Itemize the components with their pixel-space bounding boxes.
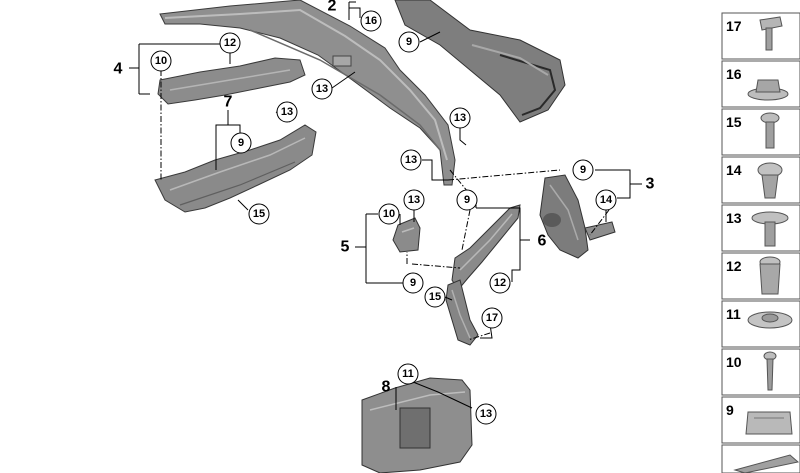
svg-text:13: 13 xyxy=(480,408,492,420)
callout-12-g6: 12 xyxy=(489,272,511,294)
svg-text:10: 10 xyxy=(155,55,167,67)
svg-text:11: 11 xyxy=(402,368,414,380)
expanding-nut-icon xyxy=(757,162,783,199)
group-label-8: 8 xyxy=(382,379,391,396)
svg-text:12: 12 xyxy=(494,277,506,289)
svg-text:9: 9 xyxy=(406,36,412,48)
svg-text:13: 13 xyxy=(454,112,466,124)
callout-10-left: 10 xyxy=(150,50,172,72)
legend-tile-11: 11 xyxy=(721,300,800,348)
svg-text:9: 9 xyxy=(410,277,416,289)
hex-nut-icon xyxy=(747,79,789,101)
svg-text:15: 15 xyxy=(429,291,441,303)
bracket-8-part xyxy=(361,377,473,473)
callout-13-g7: 13 xyxy=(276,101,298,123)
fastener-legend: 17 16 15 14 xyxy=(721,12,800,473)
legend-tile-17: 17 xyxy=(721,12,800,60)
svg-text:13: 13 xyxy=(281,106,293,118)
svg-text:10: 10 xyxy=(383,208,395,220)
callouts: 16 9 12 10 13 13 9 13 13 15 9 14 10 13 9… xyxy=(150,10,617,425)
callout-9-g7: 9 xyxy=(230,132,252,154)
svg-text:13: 13 xyxy=(405,154,417,166)
group-label-2: 2 xyxy=(328,0,337,15)
callout-16-top: 16 xyxy=(360,10,382,32)
bracket-4-part xyxy=(157,57,306,105)
callout-15-g7: 15 xyxy=(248,203,270,225)
legend-tile-partial xyxy=(721,444,800,473)
svg-text:16: 16 xyxy=(726,66,742,82)
wood-screw-icon xyxy=(763,351,777,391)
group-label-7: 7 xyxy=(224,94,233,111)
legend-tile-12: 12 xyxy=(721,252,800,300)
leader-lines xyxy=(129,1,642,410)
svg-text:17: 17 xyxy=(726,18,742,34)
legend-tile-16: 16 xyxy=(721,60,800,108)
group-labels: 2 3 4 5 6 7 8 xyxy=(114,0,655,396)
svg-text:9: 9 xyxy=(580,164,586,176)
clip-nut-icon xyxy=(745,411,793,435)
callout-13-center: 13 xyxy=(311,78,333,100)
callout-13-mid: 13 xyxy=(400,149,422,171)
svg-text:12: 12 xyxy=(224,37,236,49)
callout-9-g3: 9 xyxy=(572,159,594,181)
screw-icon xyxy=(759,16,783,51)
bracket-7-part xyxy=(154,124,317,213)
lower-strut-part xyxy=(445,279,479,346)
svg-text:15: 15 xyxy=(253,208,265,220)
bracket-5-part xyxy=(392,217,421,253)
svg-text:13: 13 xyxy=(408,194,420,206)
bracket-3-part xyxy=(539,174,616,259)
svg-text:9: 9 xyxy=(726,402,734,418)
svg-text:12: 12 xyxy=(726,258,742,274)
callout-9-top: 9 xyxy=(398,31,420,53)
svg-text:17: 17 xyxy=(486,312,498,324)
callout-15-lower: 15 xyxy=(424,286,446,308)
group-label-3: 3 xyxy=(646,176,655,193)
plug-nut-icon xyxy=(759,256,781,295)
svg-text:9: 9 xyxy=(464,194,470,206)
callout-11-g8: 11 xyxy=(397,363,419,385)
callout-9-g5: 9 xyxy=(402,272,424,294)
screw-icon xyxy=(760,112,780,149)
svg-text:11: 11 xyxy=(726,306,741,322)
legend-tile-13: 13 xyxy=(721,204,800,252)
callout-9-g6: 9 xyxy=(456,189,478,211)
flange-screw-icon xyxy=(751,211,789,247)
svg-text:15: 15 xyxy=(726,114,742,130)
callout-13-right: 13 xyxy=(449,107,471,129)
washer-screw-icon xyxy=(747,311,793,329)
group-label-4: 4 xyxy=(114,61,123,78)
main-cross-member-part xyxy=(159,0,456,186)
callout-17-lower: 17 xyxy=(481,307,503,329)
svg-text:9: 9 xyxy=(238,137,244,149)
svg-text:14: 14 xyxy=(600,194,613,206)
legend-tile-9: 9 xyxy=(721,396,800,444)
svg-text:13: 13 xyxy=(316,83,328,95)
group-label-6: 6 xyxy=(538,233,547,250)
legend-tile-14: 14 xyxy=(721,156,800,204)
svg-text:13: 13 xyxy=(726,210,742,226)
air-duct-part xyxy=(394,0,566,123)
svg-text:10: 10 xyxy=(726,354,742,370)
svg-text:14: 14 xyxy=(726,162,742,178)
callout-12-top: 12 xyxy=(219,32,241,54)
callout-10-g5: 10 xyxy=(378,203,400,225)
svg-text:16: 16 xyxy=(365,15,377,27)
legend-tile-15: 15 xyxy=(721,108,800,156)
group-label-5: 5 xyxy=(341,239,350,256)
legend-tile-10: 10 xyxy=(721,348,800,396)
callout-14-g3: 14 xyxy=(595,189,617,211)
callout-13-g5: 13 xyxy=(403,189,425,211)
callout-13-g8: 13 xyxy=(475,403,497,425)
